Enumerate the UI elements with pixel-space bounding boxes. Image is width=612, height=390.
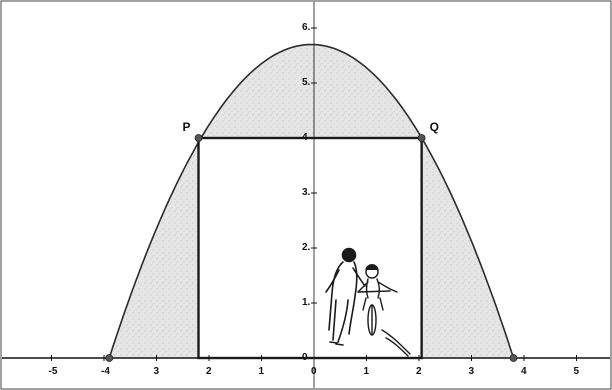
rectangle-interior: [198, 138, 422, 358]
x-tick-label: 2: [206, 366, 212, 377]
inscribed-rectangle: [197, 136, 423, 360]
y-tick-label: 1.: [302, 297, 311, 308]
x-tick-label: 3: [469, 366, 475, 377]
x-tick-labels: -5 -4 3 2 1 0 1 2 3 4 5: [49, 366, 580, 377]
x-tick-label: 1: [259, 366, 265, 377]
point-label: P: [183, 120, 191, 134]
point-label: Q: [430, 120, 439, 134]
y-tick-label: 3.: [302, 187, 311, 198]
point-marker: [194, 134, 203, 142]
y-tick-label: 6.: [302, 22, 311, 33]
y-tick-labels: 0 1. 2. 3. 4 5. 6.: [302, 22, 311, 363]
y-tick-label: 5.: [302, 77, 311, 88]
child-on-bicycle: [357, 264, 411, 357]
cyclist-illustration: [325, 247, 411, 357]
y-tick-label: 2.: [302, 242, 311, 253]
x-tick-label: 1: [364, 366, 370, 377]
y-tick-label: 4: [302, 132, 308, 143]
point-marker: [417, 134, 426, 142]
adult-figure: [325, 247, 366, 346]
parabola-curve: [108, 43, 515, 359]
x-tick-label: 4: [521, 366, 527, 377]
point-marker: [509, 354, 518, 362]
x-tick-marks: [51, 355, 577, 361]
x-tick-label: 5: [574, 366, 580, 377]
y-tick-label: 0: [302, 352, 308, 363]
point-marker: [105, 354, 114, 362]
x-tick-label: -5: [49, 366, 58, 377]
x-tick-label: 0: [311, 366, 317, 377]
x-tick-label: 2: [416, 366, 422, 377]
x-tick-label: -4: [101, 366, 110, 377]
x-tick-label: 3: [154, 366, 160, 377]
